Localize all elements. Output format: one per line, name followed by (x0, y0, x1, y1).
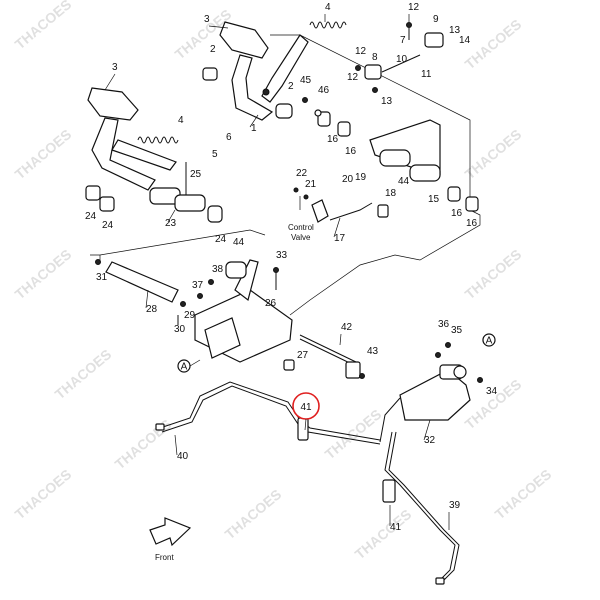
part-number-6: 6 (226, 132, 232, 143)
part-number-35: 35 (451, 325, 463, 336)
part-number-29: 29 (184, 310, 196, 321)
part-number-27: 27 (297, 350, 309, 361)
part-number-3: 3 (112, 62, 118, 73)
control-valve-rod (293, 187, 389, 223)
part-number-31: 31 (96, 272, 108, 283)
part-number-24: 24 (102, 220, 114, 231)
brake-pipe-lines (155, 381, 460, 585)
ref-marker-text: A (181, 362, 188, 373)
part-number-12: 12 (408, 2, 420, 13)
part-number-45: 45 (300, 75, 312, 86)
highlighted-part-number: 41 (300, 402, 312, 413)
reference-marker-left: A (177, 359, 201, 373)
leader-lines (104, 14, 450, 530)
control-valve-label: Control Valve (288, 223, 314, 242)
part-number-39: 39 (449, 500, 461, 511)
part-number-24: 24 (85, 211, 97, 222)
watermark-text: THACOES (462, 126, 525, 182)
part-number-8: 8 (372, 52, 378, 63)
part-number-3: 3 (204, 14, 210, 25)
part-number-17: 17 (334, 233, 346, 244)
part-number-18: 18 (385, 188, 397, 199)
push-rod (299, 334, 365, 379)
part-number-32: 32 (424, 435, 436, 446)
part-number-46: 46 (318, 85, 330, 96)
control-valve-line2: Valve (291, 233, 311, 242)
part-number-26: 26 (265, 298, 277, 309)
watermark-text: THACOES (112, 416, 175, 472)
part-number-10: 10 (396, 54, 408, 65)
front-direction-arrow: Front (149, 517, 192, 562)
cross-shaft-assembly (302, 22, 479, 212)
watermark-text: THACOES (462, 16, 525, 72)
pedal-lower (85, 87, 223, 223)
watermark-text: THACOES (52, 346, 115, 402)
return-spring-left (137, 136, 179, 144)
part-number-7: 7 (400, 35, 406, 46)
part-number-38: 38 (212, 264, 224, 275)
part-number-23: 23 (165, 218, 177, 229)
return-spring-top (309, 21, 347, 29)
part-number-4: 4 (178, 115, 184, 126)
master-cylinder (399, 334, 494, 421)
part-number-16: 16 (466, 218, 478, 229)
part-number-9: 9 (433, 14, 439, 25)
part-number-1: 1 (251, 123, 257, 134)
part-number-20: 20 (342, 174, 354, 185)
watermark-text: THACOES (462, 246, 525, 302)
part-number-30: 30 (174, 324, 186, 335)
watermark-text: THACOES (222, 486, 285, 542)
part-number-42: 42 (341, 322, 353, 333)
part-number-40: 40 (177, 451, 189, 462)
part-number-13: 13 (381, 96, 393, 107)
part-number-2: 2 (210, 44, 216, 55)
part-number-2: 2 (288, 81, 294, 92)
part-number-41: 41 (390, 522, 402, 533)
watermark-text: THACOES (492, 466, 555, 522)
part-number-4: 4 (325, 2, 331, 13)
watermark-text: THACOES (12, 126, 75, 182)
part-number-14: 14 (459, 35, 471, 46)
part-number-37: 37 (192, 280, 204, 291)
part-number-28: 28 (146, 304, 158, 315)
watermark-text: THACOES (322, 406, 385, 462)
part-number-22: 22 (296, 168, 308, 179)
part-number-12: 12 (347, 72, 359, 83)
reference-marker-right: A (482, 333, 496, 347)
part-number-5: 5 (212, 149, 218, 160)
part-number-16: 16 (345, 146, 357, 157)
pedal-upper (202, 21, 309, 121)
part-number-15: 15 (428, 194, 440, 205)
part-number-34: 34 (486, 386, 498, 397)
watermark-text: THACOES (352, 506, 415, 562)
part-number-43: 43 (367, 346, 379, 357)
part-number-25: 25 (190, 169, 202, 180)
part-number-44: 44 (398, 176, 410, 187)
highlighted-part-callout[interactable]: 41 (292, 392, 320, 431)
part-number-21: 21 (305, 179, 317, 190)
part-number-19: 19 (355, 172, 367, 183)
part-number-12: 12 (355, 46, 367, 57)
watermark-text: THACOES (12, 246, 75, 302)
watermark-text: THACOES (12, 466, 75, 522)
part-number-33: 33 (276, 250, 288, 261)
part-number-44: 44 (233, 237, 245, 248)
ref-marker-text-2: A (486, 336, 493, 347)
part-number-16: 16 (327, 134, 339, 145)
watermark-text: THACOES (12, 0, 75, 52)
front-label: Front (155, 553, 174, 562)
part-number-24: 24 (215, 234, 227, 245)
control-valve-line1: Control (288, 223, 314, 232)
part-number-13: 13 (449, 25, 461, 36)
watermark-text: THACOES (462, 376, 525, 432)
part-number-16: 16 (451, 208, 463, 219)
part-number-36: 36 (438, 319, 450, 330)
part-number-11: 11 (421, 69, 432, 80)
pedal-bracket (95, 259, 295, 371)
